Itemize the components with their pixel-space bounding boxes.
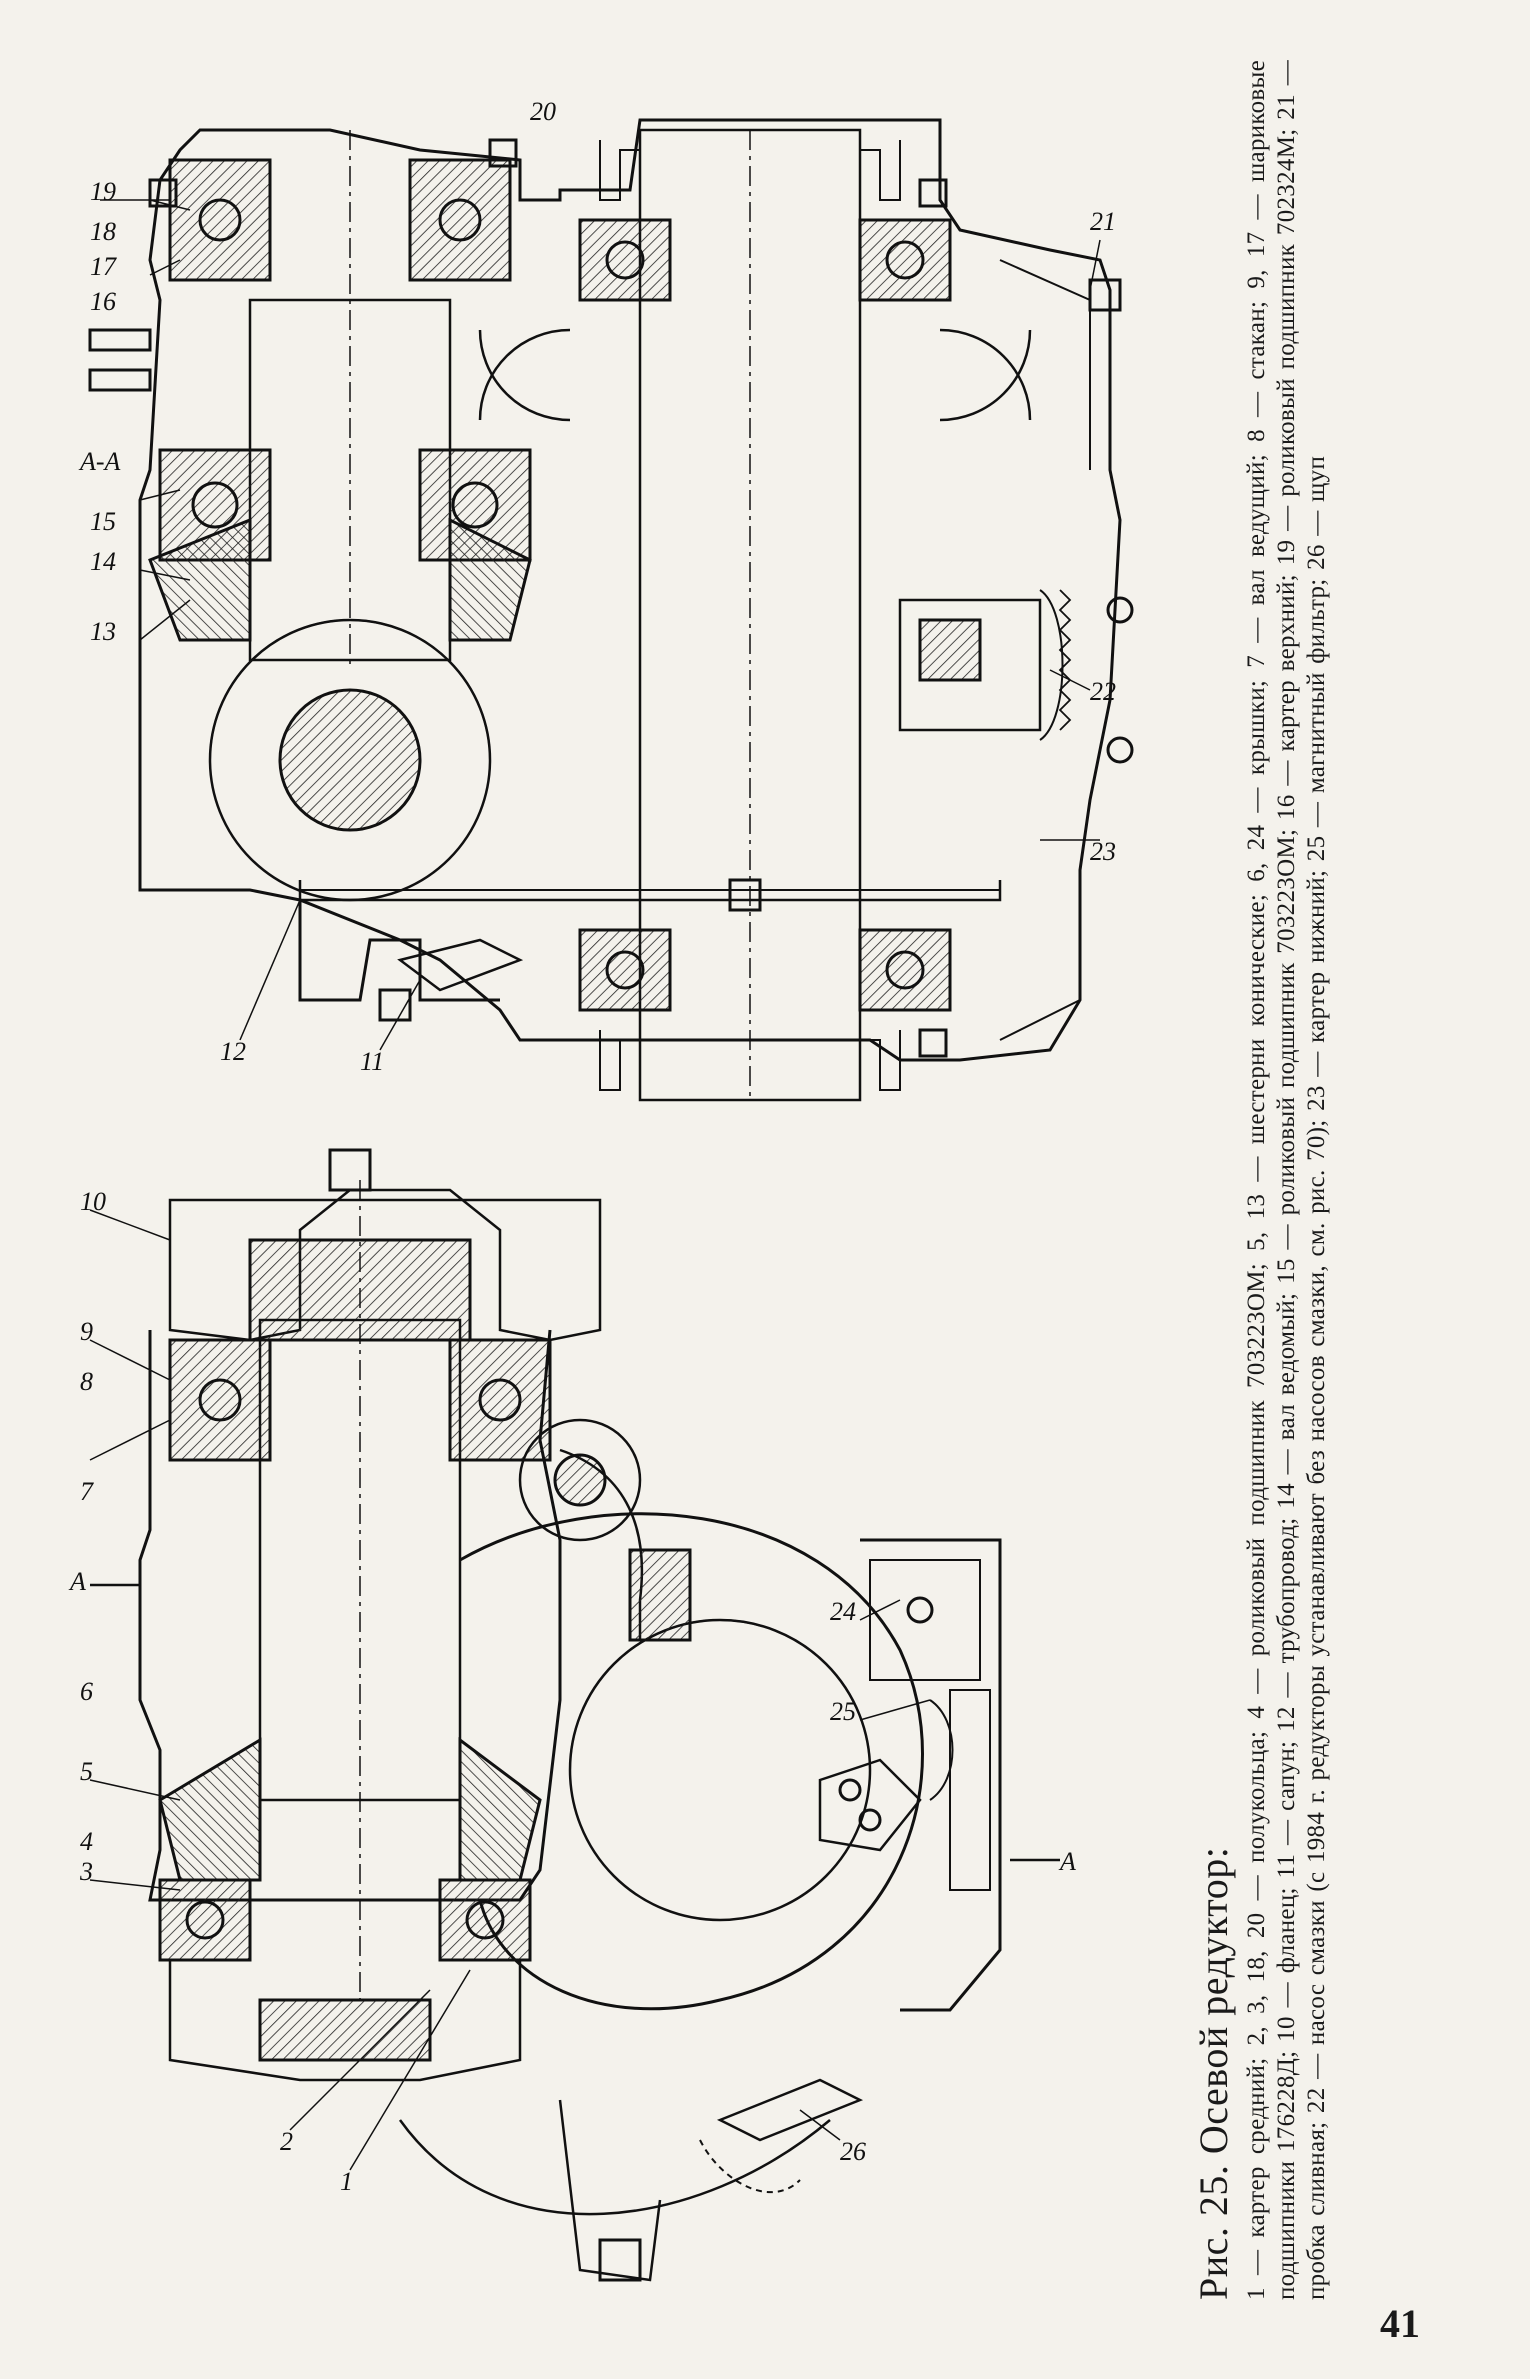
label-25: 25 [830,1697,856,1726]
label-20: 20 [530,97,556,126]
section-arrow-a-left: А [68,1567,86,1596]
label-1: 1 [340,2167,353,2196]
figure-caption: Рис. 25. Осевой редуктор: 1 — картер сре… [1190,60,1332,2300]
label-5: 5 [80,1757,93,1786]
label-9: 9 [80,1317,93,1346]
label-13: 13 [90,617,116,646]
label-19: 19 [90,177,116,206]
section-view-a-a [88,118,1134,1102]
label-2: 2 [280,2127,293,2156]
section-label-a-a: А-А [78,447,121,476]
label-10: 10 [80,1187,106,1216]
label-15: 15 [90,507,116,536]
label-4: 4 [80,1827,93,1856]
front-view [90,1148,1060,2282]
label-16: 16 [90,287,116,316]
leader-lines [89,199,1101,2171]
label-12: 12 [220,1037,246,1066]
label-7: 7 [80,1477,94,1506]
section-arrow-a-right: А [1058,1847,1076,1876]
page-number: 41 [1380,2301,1420,2346]
label-22: 22 [1090,677,1116,706]
label-26: 26 [840,2137,866,2166]
figure-legend: 1 — картер средний; 2, 3, 18, 20 — полук… [1243,60,1330,2300]
label-18: 18 [90,217,116,246]
label-21: 21 [1090,207,1116,236]
label-17: 17 [90,252,117,281]
label-8: 8 [80,1367,93,1396]
label-24: 24 [830,1597,856,1626]
label-11: 11 [360,1047,384,1076]
label-14: 14 [90,547,116,576]
figure-title: Рис. 25. Осевой редуктор: [1191,1846,1236,2300]
label-6: 6 [80,1677,93,1706]
label-23: 23 [1090,837,1116,866]
label-3: 3 [79,1857,93,1886]
